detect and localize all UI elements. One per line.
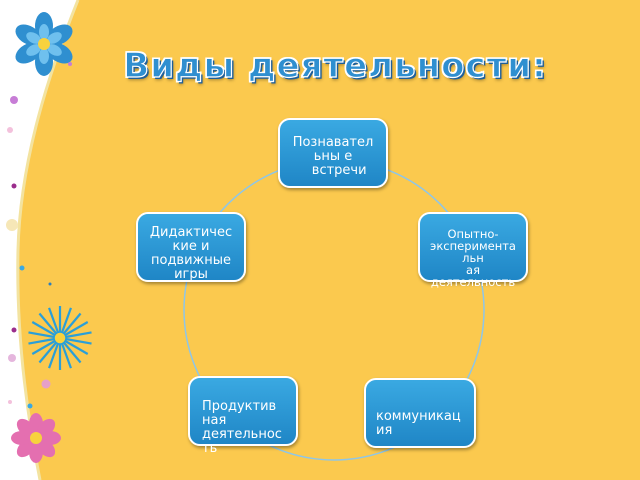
spiky-flower-icon (28, 306, 92, 370)
blue-flower-icon (15, 12, 73, 76)
node-didactic-games[interactable]: Дидактичес кие и подвижные игры (136, 212, 246, 282)
left-panel-edge (16, 0, 80, 480)
node-label: Опытно- экспериментa льн ая деятельность (430, 227, 516, 289)
pink-flower-icon (11, 413, 61, 463)
node-experimental-activity[interactable]: Опытно- экспериментa льн ая деятельность (418, 212, 528, 288)
left-white-panel (0, 0, 78, 480)
node-label: Познавател ьны е встречи (292, 135, 374, 178)
node-label: коммуникац ия (376, 409, 461, 438)
node-communication[interactable]: коммуникац ия (364, 378, 476, 448)
node-productive-activity[interactable]: Продуктив ная деятельнос ть (188, 376, 298, 456)
slide-title: Виды деятельности: (123, 45, 547, 86)
node-label: Продуктив ная деятельнос ть (202, 399, 282, 456)
node-label: Дидактичес кие и подвижные игры (149, 225, 233, 282)
node-cognitive-meetings[interactable]: Познавател ьны е встречи (278, 118, 388, 188)
confetti-dots (6, 62, 72, 409)
